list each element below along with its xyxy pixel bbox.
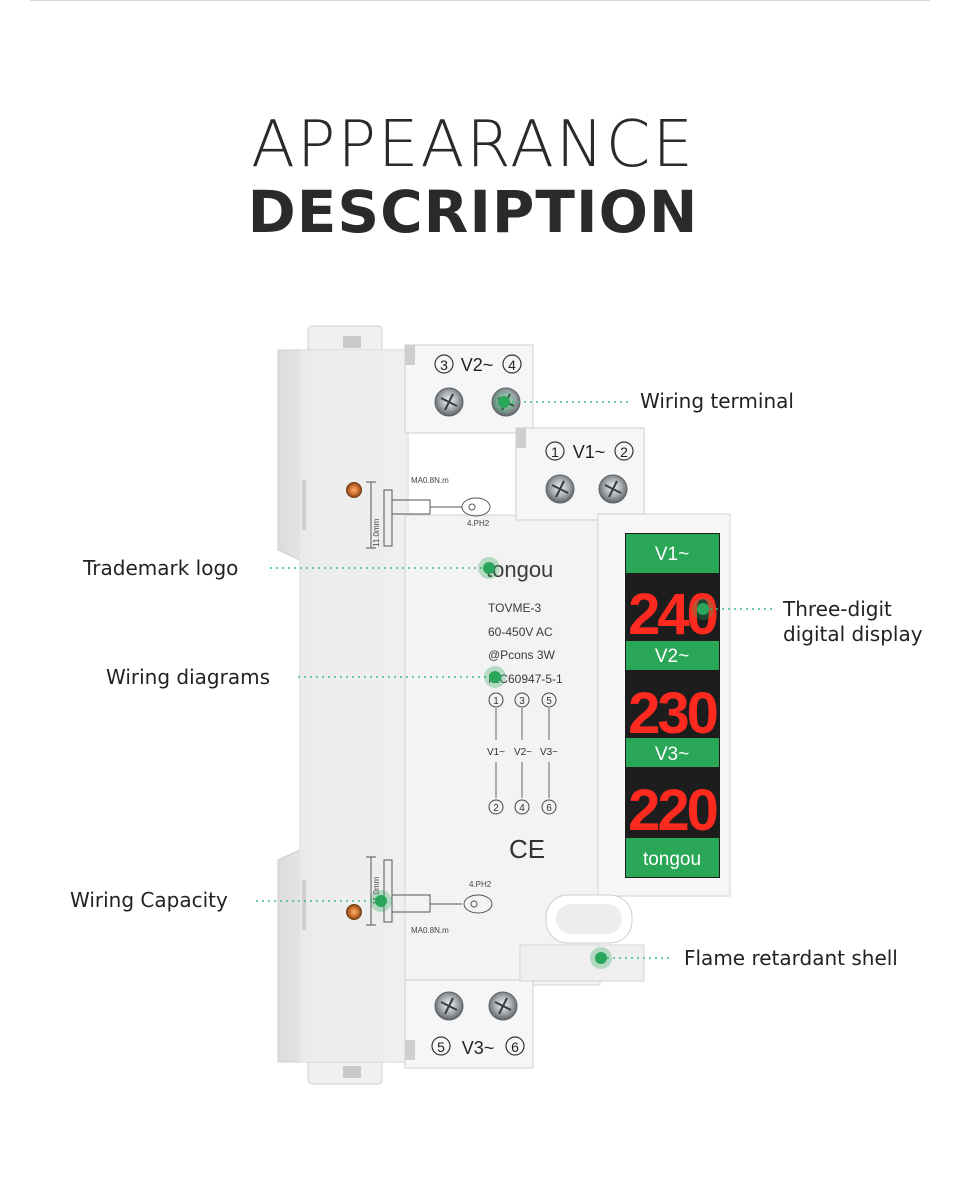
callout-dot-digital-display xyxy=(692,598,714,620)
terminal-label-v2: 3 V2~ 4 xyxy=(434,354,522,375)
page-title-line2: DESCRIPTION xyxy=(247,178,699,246)
callout-three-digit-line2: digital display xyxy=(783,622,923,646)
din-clip-bottom xyxy=(307,1059,383,1085)
screw-icon xyxy=(434,991,464,1021)
svg-text:5: 5 xyxy=(546,696,552,707)
brand-logo: tongou xyxy=(486,557,553,582)
display-panel: V1~ V2~ V3~ 240 230 220 tongou xyxy=(597,513,731,897)
torque-spec: MA0.8N.m xyxy=(411,926,449,935)
callout-dot-wiring-diagrams xyxy=(484,666,506,688)
terminal-block-v1 xyxy=(515,427,645,521)
screw-icon xyxy=(434,387,464,417)
wiring-capacity-diagram-top xyxy=(366,481,491,549)
display-value-v2: 230 xyxy=(628,681,717,746)
diagram-column-2: 3 V2~ 4 xyxy=(514,692,532,815)
svg-text:V2~: V2~ xyxy=(514,747,532,758)
svg-text:1: 1 xyxy=(551,444,559,460)
callout-wiring-capacity: Wiring Capacity xyxy=(70,888,228,912)
display-brand: tongou xyxy=(643,849,701,870)
screw-icon xyxy=(598,474,628,504)
display-label-v2: V2~ xyxy=(655,646,689,667)
page-title-line1: APPEARANCE xyxy=(251,108,695,182)
wiring-diagram: 1 V1~ 2 3 V2~ 4 5 V3~ 6 xyxy=(487,692,558,815)
callout-dot-trademark-logo xyxy=(478,557,500,579)
wire-hole-icon xyxy=(346,482,362,498)
callout-dot-flame-retardant xyxy=(590,947,612,969)
display-value-v3: 220 xyxy=(628,778,717,843)
screwdriver-spec: 4.PH2 xyxy=(467,519,490,528)
screw-icon xyxy=(488,991,518,1021)
svg-text:V3~: V3~ xyxy=(462,1038,495,1058)
terminal-label-v1: 1 V1~ 2 xyxy=(545,441,634,462)
svg-text:5: 5 xyxy=(437,1039,445,1055)
strip-length: 11.0mm xyxy=(372,876,381,905)
callout-trademark-logo: Trademark logo xyxy=(83,556,239,580)
svg-text:2: 2 xyxy=(620,444,628,460)
wire-hole-icon xyxy=(346,904,362,920)
callout-wiring-diagrams: Wiring diagrams xyxy=(106,665,270,689)
wiring-capacity-diagram-bottom xyxy=(366,856,493,926)
strip-length: 11.0mm xyxy=(372,518,381,547)
callout-dot-wiring-capacity xyxy=(370,890,392,912)
callout-lines xyxy=(256,401,772,959)
diagram-column-3: 5 V3~ 6 xyxy=(540,692,558,815)
top-divider xyxy=(30,0,930,1)
din-clip-top xyxy=(307,325,383,353)
power-consumption: @Pcons 3W xyxy=(488,648,556,662)
callout-wiring-terminal: Wiring terminal xyxy=(640,389,794,413)
model-number: TOVME-3 xyxy=(488,601,541,615)
svg-text:1: 1 xyxy=(493,696,499,707)
screwdriver-spec: 4.PH2 xyxy=(469,880,492,889)
svg-text:3: 3 xyxy=(519,696,525,707)
display-label-v3: V3~ xyxy=(655,744,689,765)
standard-number: IEC60947-5-1 xyxy=(488,672,563,686)
callout-flame-retardant: Flame retardant shell xyxy=(684,946,898,970)
svg-text:V1~: V1~ xyxy=(573,442,606,462)
diagram-column-1: 1 V1~ 2 xyxy=(487,692,505,815)
ce-mark: CE xyxy=(509,834,545,864)
svg-text:V1~: V1~ xyxy=(487,747,505,758)
svg-text:V3~: V3~ xyxy=(540,747,558,758)
screw-icon xyxy=(545,474,575,504)
svg-text:V2~: V2~ xyxy=(461,355,494,375)
svg-text:4: 4 xyxy=(508,357,516,373)
shell-slot xyxy=(545,894,633,944)
svg-text:4: 4 xyxy=(519,803,525,814)
display-label-v1: V1~ xyxy=(655,544,689,565)
svg-text:6: 6 xyxy=(511,1039,519,1055)
svg-text:2: 2 xyxy=(493,803,499,814)
terminal-label-v3: 5 V3~ 6 xyxy=(431,1036,525,1058)
svg-text:6: 6 xyxy=(546,803,552,814)
svg-text:3: 3 xyxy=(440,357,448,373)
voltage-range: 60-450V AC xyxy=(488,625,553,639)
torque-spec: MA0.8N.m xyxy=(411,476,449,485)
callout-dot-wiring-terminal xyxy=(493,391,515,413)
callout-three-digit-line1: Three-digit xyxy=(783,597,892,621)
